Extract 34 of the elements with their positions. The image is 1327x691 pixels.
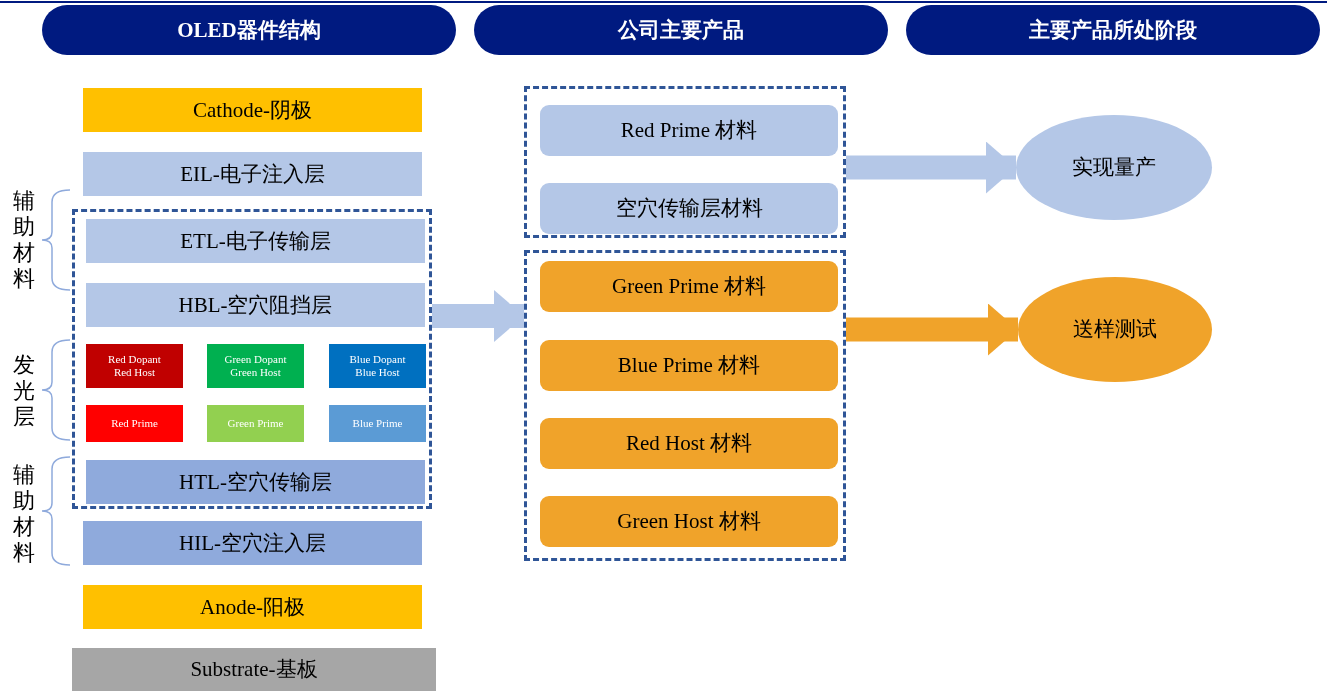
layer-bar: Cathode-阴极 bbox=[83, 88, 422, 132]
dashed-frame bbox=[524, 86, 846, 238]
layer-bar: Anode-阳极 bbox=[83, 585, 422, 629]
material-box: Red Dopant Red Host bbox=[86, 344, 183, 388]
block-arrow bbox=[432, 290, 524, 342]
stage-ellipse: 送样测试 bbox=[1018, 277, 1212, 382]
block-arrow bbox=[846, 303, 1018, 356]
material-box: Green Prime bbox=[207, 405, 304, 442]
product-box: Blue Prime 材料 bbox=[540, 340, 838, 391]
material-box: Green Dopant Green Host bbox=[207, 344, 304, 388]
dashed-frame bbox=[524, 250, 846, 561]
header-pill: 主要产品所处阶段 bbox=[906, 5, 1320, 55]
header-pill: OLED器件结构 bbox=[42, 5, 456, 55]
side-label: 辅助材料 bbox=[12, 188, 36, 292]
product-box: Green Prime 材料 bbox=[540, 261, 838, 312]
product-box: 空穴传输层材料 bbox=[540, 183, 838, 234]
material-box: Red Prime bbox=[86, 405, 183, 442]
product-box: Green Host 材料 bbox=[540, 496, 838, 547]
header-pill: 公司主要产品 bbox=[474, 5, 888, 55]
dashed-frame bbox=[72, 209, 432, 509]
product-box: Red Host 材料 bbox=[540, 418, 838, 469]
product-box: Red Prime 材料 bbox=[540, 105, 838, 156]
layer-bar: EIL-电子注入层 bbox=[83, 152, 422, 196]
layer-bar: ETL-电子传输层 bbox=[86, 219, 425, 263]
side-label: 发光层 bbox=[12, 352, 36, 430]
layer-bar: Substrate-基板 bbox=[72, 648, 436, 691]
side-label: 辅助材料 bbox=[12, 462, 36, 566]
material-box: Blue Prime bbox=[329, 405, 426, 442]
block-arrow bbox=[846, 141, 1016, 194]
layer-bar: HIL-空穴注入层 bbox=[83, 521, 422, 565]
layer-bar: HTL-空穴传输层 bbox=[86, 460, 425, 504]
layer-bar: HBL-空穴阻挡层 bbox=[86, 283, 425, 327]
material-box: Blue Dopant Blue Host bbox=[329, 344, 426, 388]
stage-ellipse: 实现量产 bbox=[1016, 115, 1212, 220]
